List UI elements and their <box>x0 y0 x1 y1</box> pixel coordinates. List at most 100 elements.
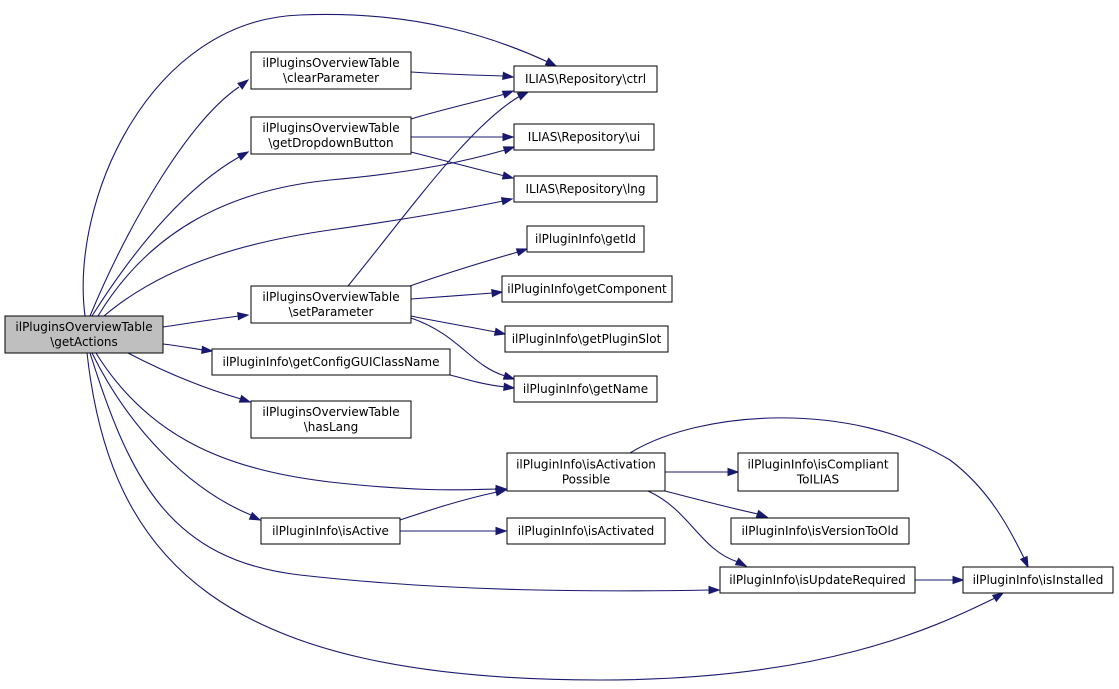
node-box <box>513 375 658 403</box>
node-isVersionToOld[interactable]: ilPluginInfo\isVersionToOld <box>730 517 910 545</box>
node-box <box>250 51 412 90</box>
edge-isUpdateRequired-to-isInstalled <box>915 575 965 585</box>
edge-line <box>95 352 498 491</box>
node-label: ilPluginInfo\getId <box>535 232 636 246</box>
edge-setParameter-to-getPluginSlot <box>410 315 507 336</box>
arrowhead <box>248 511 262 521</box>
node-isActive[interactable]: ilPluginInfo\isActive <box>260 517 401 545</box>
arrowhead <box>727 467 740 477</box>
node-clearParameter[interactable]: ilPluginsOverviewTable\clearParameter <box>250 51 412 90</box>
edge-isActivationPossible-to-isCompliantToILIAS <box>665 467 740 477</box>
node-label: ilPluginsOverviewTable <box>262 56 399 70</box>
node-box <box>501 275 673 303</box>
edge-line <box>664 490 759 515</box>
node-getName[interactable]: ilPluginInfo\getName <box>513 375 658 403</box>
node-label: ilPluginInfo\isCompliant <box>747 458 888 472</box>
edge-root-to-lng <box>103 197 514 317</box>
node-isActivated[interactable]: ilPluginInfo\isActivated <box>506 517 666 545</box>
arrowhead <box>201 345 214 355</box>
node-label: \getDropdownButton <box>268 136 393 150</box>
edge-root-to-getDropdownButton <box>91 151 250 317</box>
edge-root-to-ctrl <box>82 13 558 317</box>
edge-line <box>97 149 506 317</box>
edge-getDropdownButton-to-lng <box>410 151 515 180</box>
edge-line <box>409 251 519 287</box>
node-root[interactable]: ilPluginsOverviewTable\getActions <box>4 315 164 354</box>
node-hasLang[interactable]: ilPluginsOverviewTable\hasLang <box>250 400 412 439</box>
edge-line <box>410 151 506 177</box>
node-box <box>504 325 669 353</box>
edge-line <box>647 490 739 563</box>
edge-isActivationPossible-to-isVersionToOld <box>664 490 769 518</box>
edge-line <box>82 13 549 317</box>
edge-isActivationPossible-to-isInstalled <box>629 417 1029 569</box>
node-getDropdownButton[interactable]: ilPluginsOverviewTable\getDropdownButton <box>250 116 412 155</box>
node-setParameter[interactable]: ilPluginsOverviewTable\setParameter <box>250 285 412 324</box>
node-label: ilPluginInfo\isInstalled <box>973 573 1104 587</box>
arrowhead <box>501 171 515 180</box>
edge-root-to-setParameter <box>162 311 250 328</box>
edge-root-to-isActive <box>91 352 262 521</box>
arrowhead <box>491 288 504 298</box>
edges-layer <box>82 13 1029 681</box>
arrowhead <box>237 311 250 321</box>
node-label: ilPluginInfo\getPluginSlot <box>512 332 662 346</box>
edge-line <box>410 317 506 377</box>
arrowhead <box>952 575 965 585</box>
edge-line <box>103 200 504 317</box>
node-ui[interactable]: ILIAS\Repository\ui <box>513 123 655 151</box>
edge-line <box>91 156 240 317</box>
node-label: \clearParameter <box>283 71 379 85</box>
edge-root-to-isInstalled <box>86 352 1005 681</box>
node-getPluginSlot[interactable]: ilPluginInfo\getPluginSlot <box>504 325 669 353</box>
node-box <box>962 566 1114 594</box>
arrowhead <box>493 327 507 336</box>
node-getConfigGUIClassName[interactable]: ilPluginInfo\getConfigGUIClassName <box>211 348 451 376</box>
edge-getDropdownButton-to-ctrl <box>410 90 515 120</box>
node-box <box>211 348 451 376</box>
arrowhead <box>238 394 252 403</box>
node-getId[interactable]: ilPluginInfo\getId <box>526 225 645 253</box>
arrowhead <box>502 71 515 81</box>
node-label: ilPluginsOverviewTable <box>262 290 399 304</box>
node-label: ilPluginsOverviewTable <box>262 405 399 419</box>
edge-getConfigGUIClassName-to-getName <box>449 374 516 392</box>
node-label: ilPluginsOverviewTable <box>262 121 399 135</box>
edge-clearParameter-to-ctrl <box>410 71 515 81</box>
node-box <box>506 452 666 492</box>
arrowhead <box>502 132 515 142</box>
edge-getDropdownButton-to-ui <box>410 132 515 142</box>
node-ctrl[interactable]: ILIAS\Repository\ctrl <box>513 65 658 93</box>
node-getComponent[interactable]: ilPluginInfo\getComponent <box>501 275 673 303</box>
node-label: ilPluginInfo\isVersionToOld <box>742 524 899 538</box>
nodes-layer: ilPluginsOverviewTable\getActionsilPlugi… <box>4 51 1114 594</box>
node-isInstalled[interactable]: ilPluginInfo\isInstalled <box>962 566 1114 594</box>
node-lng[interactable]: ILIAS\Repository\lng <box>513 175 658 203</box>
node-box <box>260 517 401 545</box>
node-box <box>513 175 658 203</box>
arrowhead <box>501 90 515 99</box>
arrowhead <box>755 509 769 518</box>
node-box <box>513 123 655 151</box>
node-label: \getActions <box>50 335 118 349</box>
arrowhead <box>236 151 250 161</box>
edge-setParameter-to-getComponent <box>410 288 504 300</box>
node-box <box>737 452 899 492</box>
arrowhead <box>544 57 558 67</box>
node-isUpdateRequired[interactable]: ilPluginInfo\isUpdateRequired <box>719 566 916 594</box>
node-box <box>250 116 412 155</box>
node-label: \hasLang <box>304 420 359 434</box>
node-box <box>250 400 412 439</box>
edge-setParameter-to-ctrl <box>347 91 530 287</box>
arrowhead <box>500 197 514 206</box>
node-box <box>513 65 658 93</box>
node-box <box>506 517 666 545</box>
arrowhead <box>516 91 530 101</box>
edge-isActive-to-isActivationPossible <box>399 488 508 521</box>
edge-line <box>162 315 240 328</box>
node-label: ToILIAS <box>796 473 839 487</box>
arrowhead <box>515 248 529 257</box>
node-label: ilPluginsOverviewTable <box>15 320 152 334</box>
